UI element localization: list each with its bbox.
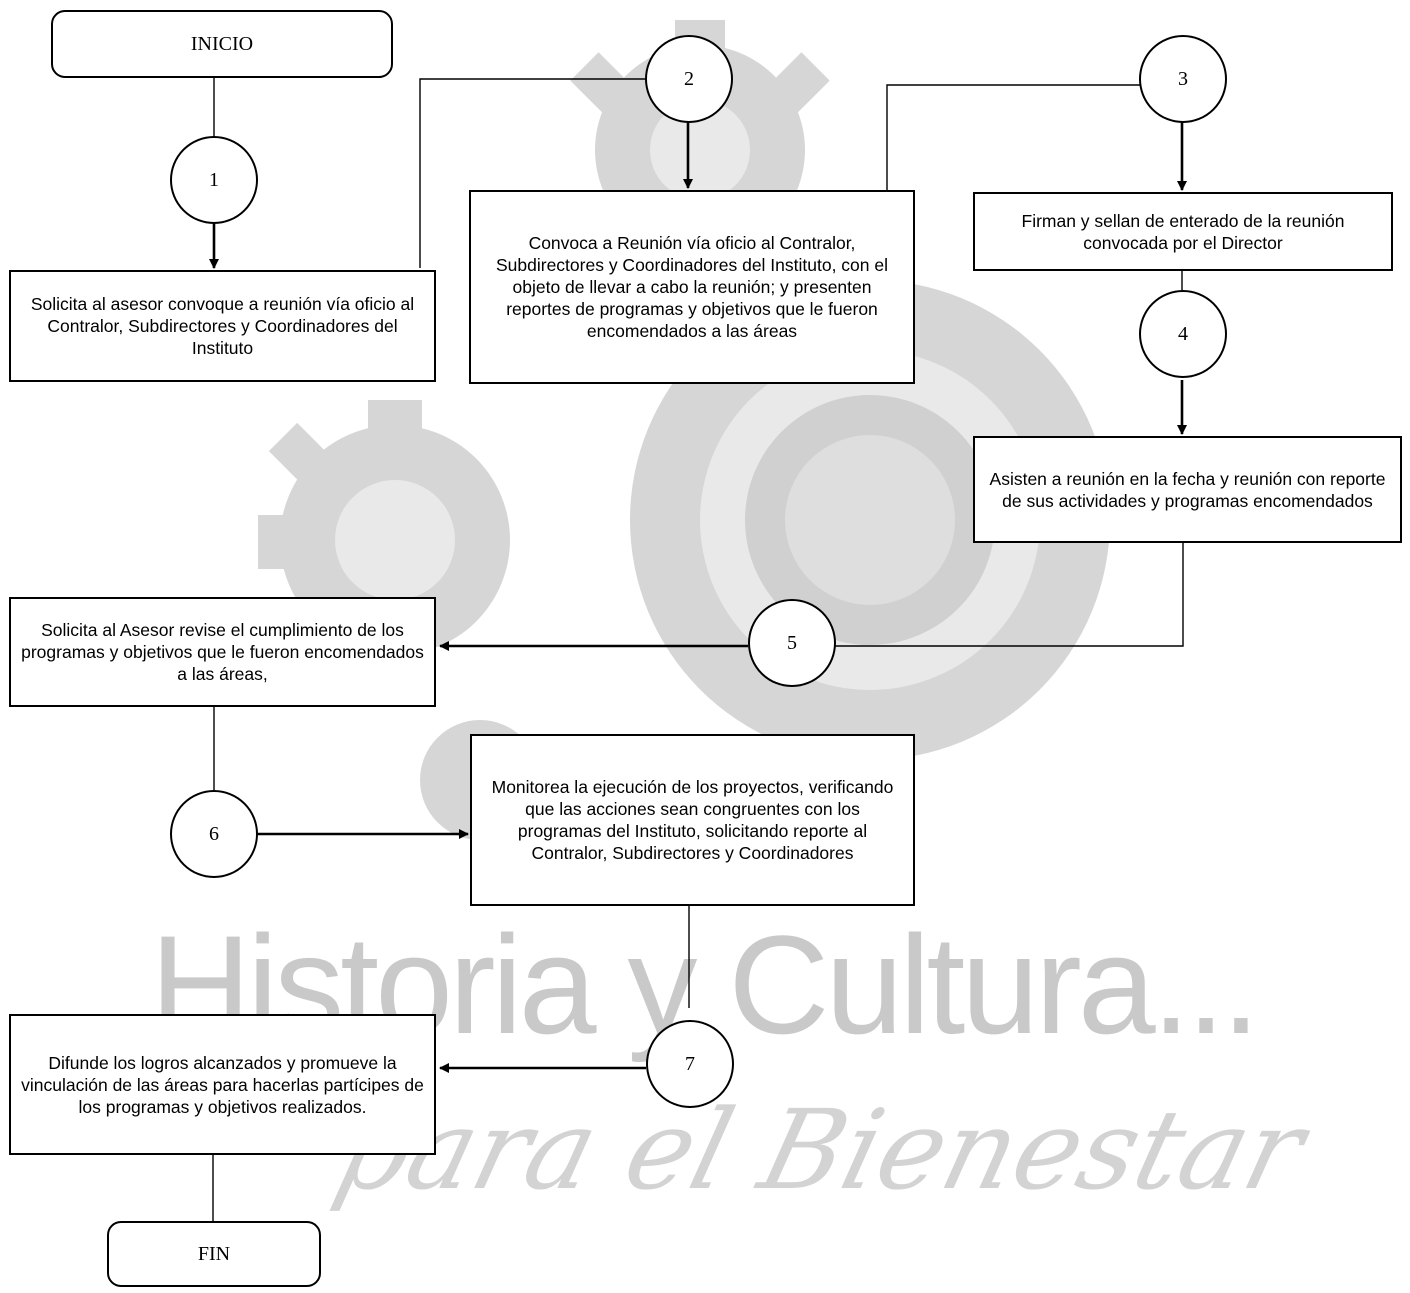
step-box-1: Solicita al asesor convoque a reunión ví… xyxy=(9,270,436,382)
step-box-6: Monitorea la ejecución de los proyectos,… xyxy=(470,734,915,906)
connector-1-2 xyxy=(419,78,646,268)
end-terminal: FIN xyxy=(107,1221,321,1287)
step-node-7: 7 xyxy=(646,1020,734,1108)
step-box-7: Difunde los logros alcanzados y promueve… xyxy=(9,1014,436,1155)
step-node-5: 5 xyxy=(748,599,836,687)
start-terminal: INICIO xyxy=(51,10,393,78)
step-node-2: 2 xyxy=(645,35,733,123)
step-box-5: Solicita al Asesor revise el cumplimient… xyxy=(9,597,436,707)
connector-4-5 xyxy=(832,543,1184,647)
step-box-2: Convoca a Reunión vía oficio al Contralo… xyxy=(469,190,915,384)
step-node-1: 1 xyxy=(170,136,258,224)
step-box-4: Asisten a reunión en la fecha y reunión … xyxy=(973,436,1402,543)
step-node-4: 4 xyxy=(1139,290,1227,378)
connector-2-3 xyxy=(886,84,1140,190)
step-box-3: Firman y sellan de enterado de la reunió… xyxy=(973,192,1393,271)
step-node-3: 3 xyxy=(1139,35,1227,123)
step-node-6: 6 xyxy=(170,790,258,878)
